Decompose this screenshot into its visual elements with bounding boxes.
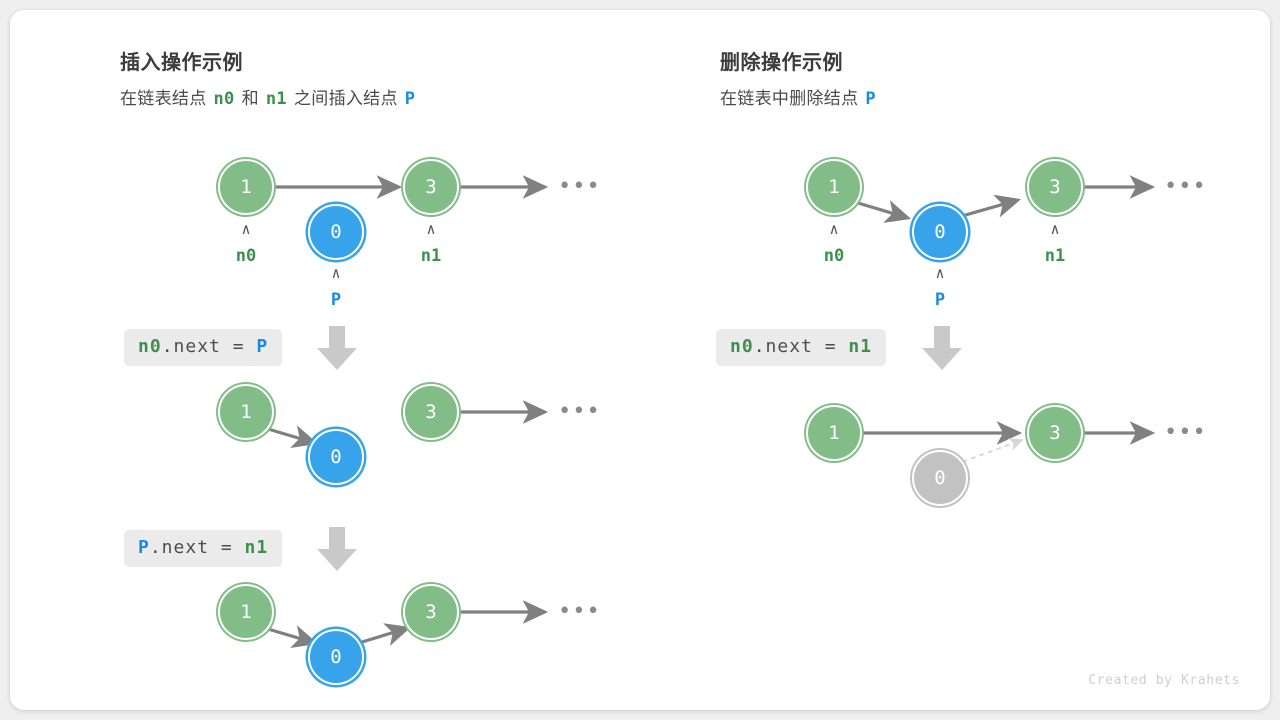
code-value: n1 <box>244 537 269 558</box>
code-member: .next = <box>753 336 849 357</box>
subtitle-var-p: P <box>404 89 416 109</box>
list-node: 3 <box>403 584 459 640</box>
code-member: .next = <box>149 537 245 558</box>
code-target: P <box>138 537 150 558</box>
node-value: 0 <box>934 221 946 243</box>
node-value: 1 <box>240 176 252 198</box>
node-value: 3 <box>1049 176 1061 198</box>
right-panel-title: 删除操作示例 <box>720 52 843 74</box>
code-member: .next = <box>161 336 257 357</box>
node-value: 0 <box>330 646 342 668</box>
list-node: 3 <box>403 159 459 215</box>
pointer-label-n1: n1 <box>420 246 442 266</box>
list-node: 0 <box>308 204 364 260</box>
node-value: 0 <box>330 221 342 243</box>
node-value: 3 <box>425 176 437 198</box>
node-value: 1 <box>240 401 252 423</box>
node-value: 3 <box>425 401 437 423</box>
pointer-label-p: P <box>934 290 946 310</box>
ellipsis-marker: ••• <box>1164 420 1207 445</box>
code-chip-n0-next-p: n0.next = P <box>124 329 283 366</box>
right-panel-subtitle: 在链表中删除结点 P <box>720 84 876 109</box>
deleted-list-node: 0 <box>912 450 968 506</box>
node-value: 0 <box>330 446 342 468</box>
subtitle-text-3: 之间插入结点 <box>293 89 398 108</box>
pointer-label-n0: n0 <box>235 246 257 266</box>
left-panel-subtitle: 在链表结点 n0 和 n1 之间插入结点 P <box>120 84 415 109</box>
insert-operation-panel: 插入操作示例 在链表结点 n0 和 n1 之间插入结点 P <box>10 10 640 710</box>
pointer-caret: ∧ <box>829 220 839 238</box>
diagram-card: 插入操作示例 在链表结点 n0 和 n1 之间插入结点 P <box>10 10 1270 710</box>
node-value: 1 <box>828 176 840 198</box>
code-chip-n0-next-n1: n0.next = n1 <box>716 329 887 366</box>
subtitle-var-p: P <box>865 89 876 109</box>
subtitle-var-n1: n1 <box>265 89 287 109</box>
pointer-caret: ∧ <box>426 220 436 238</box>
list-node: 3 <box>403 384 459 440</box>
list-node: 1 <box>806 405 862 461</box>
node-value: 1 <box>828 422 840 444</box>
pointer-caret: ∧ <box>1050 220 1060 238</box>
list-node: 1 <box>218 384 274 440</box>
code-chip-p-next-n1: P.next = n1 <box>124 530 283 567</box>
subtitle-text-2: 和 <box>241 89 259 108</box>
code-value: n1 <box>848 336 873 357</box>
list-node: 1 <box>806 159 862 215</box>
node-value: 1 <box>240 601 252 623</box>
subtitle-text-1: 在链表结点 <box>120 89 207 108</box>
subtitle-text-1: 在链表中删除结点 <box>720 89 859 108</box>
ellipsis-marker: ••• <box>558 174 601 199</box>
down-arrow-icon <box>922 326 962 370</box>
list-node: 0 <box>912 204 968 260</box>
pointer-label-n1: n1 <box>1044 246 1066 266</box>
list-node: 0 <box>308 629 364 685</box>
code-target: n0 <box>730 336 754 357</box>
pointer-caret: ∧ <box>241 220 251 238</box>
node-value: 0 <box>934 467 946 489</box>
list-node: 1 <box>218 584 274 640</box>
left-panel-title: 插入操作示例 <box>120 52 243 74</box>
list-node: 3 <box>1027 405 1083 461</box>
pointer-label-p: P <box>330 290 342 310</box>
node-value: 3 <box>1049 422 1061 444</box>
list-node: 0 <box>308 429 364 485</box>
down-arrow-icon <box>317 326 357 370</box>
ellipsis-marker: ••• <box>1164 174 1207 199</box>
credit-text: Created by Krahets <box>1088 673 1240 688</box>
node-value: 3 <box>425 601 437 623</box>
list-node: 3 <box>1027 159 1083 215</box>
subtitle-var-n0: n0 <box>213 89 235 109</box>
down-arrow-icon <box>317 527 357 571</box>
code-target: n0 <box>138 336 162 357</box>
code-value: P <box>256 336 269 357</box>
pointer-caret: ∧ <box>935 264 945 282</box>
pointer-label-n0: n0 <box>823 246 845 266</box>
ellipsis-marker: ••• <box>558 399 601 424</box>
pointer-caret: ∧ <box>331 264 341 282</box>
ellipsis-marker: ••• <box>558 599 601 624</box>
list-node: 1 <box>218 159 274 215</box>
